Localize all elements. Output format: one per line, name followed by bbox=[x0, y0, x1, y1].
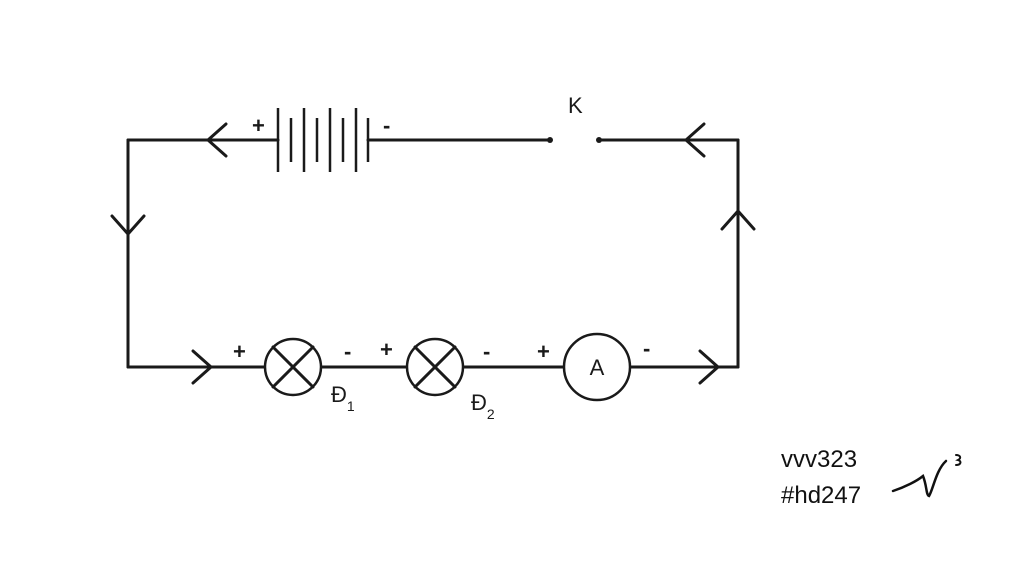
lamp-1-plus-label: + bbox=[233, 339, 246, 364]
credit-line-1: vvv323 bbox=[781, 446, 857, 473]
switch-label: K bbox=[568, 93, 583, 118]
signature-mark-tail bbox=[955, 454, 962, 466]
ammeter-minus-label: - bbox=[643, 336, 650, 361]
switch-contact-right bbox=[596, 137, 602, 143]
arrow-up-icon bbox=[720, 209, 756, 231]
lamp-1: + - Đ1 bbox=[233, 337, 355, 414]
author-credit: vvv323 #hd247 bbox=[781, 446, 962, 509]
ammeter-symbol: A bbox=[590, 355, 605, 380]
lamp-2-cross bbox=[413, 345, 457, 389]
lamp-2-label: Đ2 bbox=[471, 390, 495, 422]
battery: + - bbox=[252, 108, 390, 172]
wires bbox=[126, 138, 740, 369]
battery-minus-label: - bbox=[383, 113, 390, 138]
arrow-right-icon bbox=[698, 349, 720, 385]
arrow-left-icon bbox=[684, 122, 706, 158]
current-arrows bbox=[110, 122, 756, 385]
battery-plus-label: + bbox=[252, 113, 265, 138]
arrow-down-icon bbox=[110, 214, 146, 236]
signature-mark bbox=[891, 459, 948, 498]
lamp-2-minus-label: - bbox=[483, 339, 490, 364]
switch-contact-left bbox=[547, 137, 553, 143]
ammeter-body bbox=[562, 332, 632, 402]
lamp-1-label: Đ1 bbox=[331, 382, 355, 414]
arrow-right-icon bbox=[191, 349, 213, 385]
credit-line-2: #hd247 bbox=[781, 482, 861, 509]
lamp-1-cross bbox=[271, 345, 315, 389]
ammeter-plus-label: + bbox=[537, 339, 550, 364]
lamp-2-plus-label: + bbox=[380, 337, 393, 362]
lamp-2: + - Đ2 bbox=[380, 337, 495, 422]
ammeter: A + - bbox=[537, 332, 650, 402]
lamp-1-minus-label: - bbox=[344, 339, 351, 364]
switch-k: K bbox=[547, 93, 602, 143]
arrow-left-icon bbox=[206, 122, 228, 158]
